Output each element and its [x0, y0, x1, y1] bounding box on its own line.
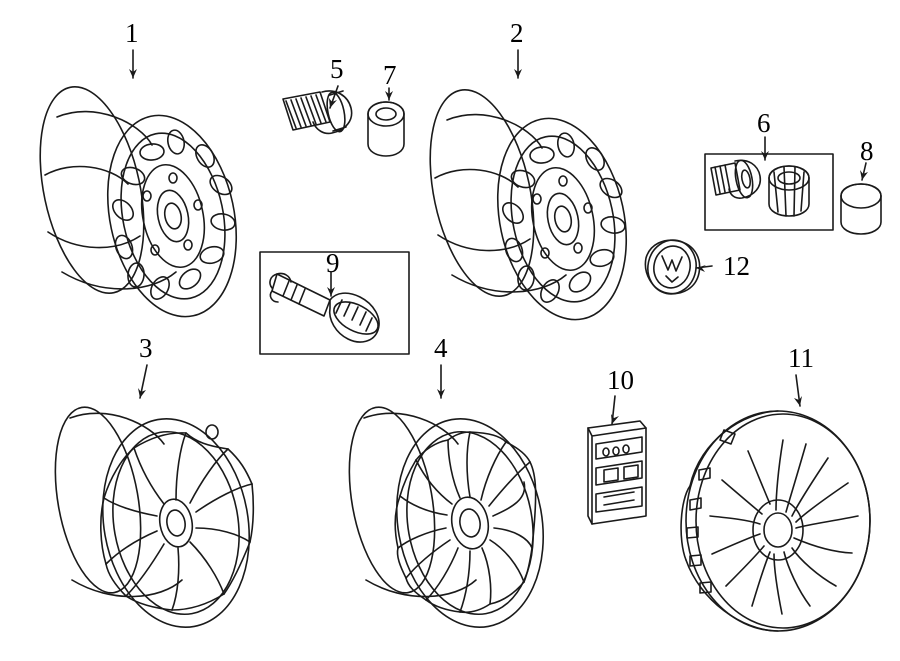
callout-11: 11: [788, 343, 814, 373]
callout-10: 10: [607, 365, 634, 395]
part-2-steel-wheel: [429, 89, 628, 321]
callout-7: 7: [383, 60, 397, 90]
part-12-center-cap-emblem: [644, 239, 701, 295]
part-1-steel-wheel: [39, 86, 238, 318]
part-8-lug-cap: [840, 183, 882, 235]
part-5-wheel-bolt: [282, 90, 353, 135]
callout-9: 9: [326, 248, 340, 278]
callout-8: 8: [860, 136, 874, 166]
part-9-valve-stem-kit: [259, 251, 410, 355]
callout-6: 6: [757, 108, 771, 138]
callout-2: 2: [510, 18, 524, 48]
part-3-alloy-wheel: [54, 406, 255, 628]
callout-3: 3: [139, 333, 153, 363]
part-4-alloy-wheel: [348, 406, 545, 628]
callout-4: 4: [434, 333, 448, 363]
part-10-balance-weight-set: [587, 420, 647, 525]
part-6-bolt-and-cap-set: [704, 153, 834, 231]
part-11-wheel-cover: [680, 410, 871, 632]
callout-12: 12: [723, 251, 750, 281]
callout-1: 1: [125, 18, 139, 48]
callout-5: 5: [330, 54, 344, 84]
part-7-bolt-cap: [367, 101, 405, 157]
